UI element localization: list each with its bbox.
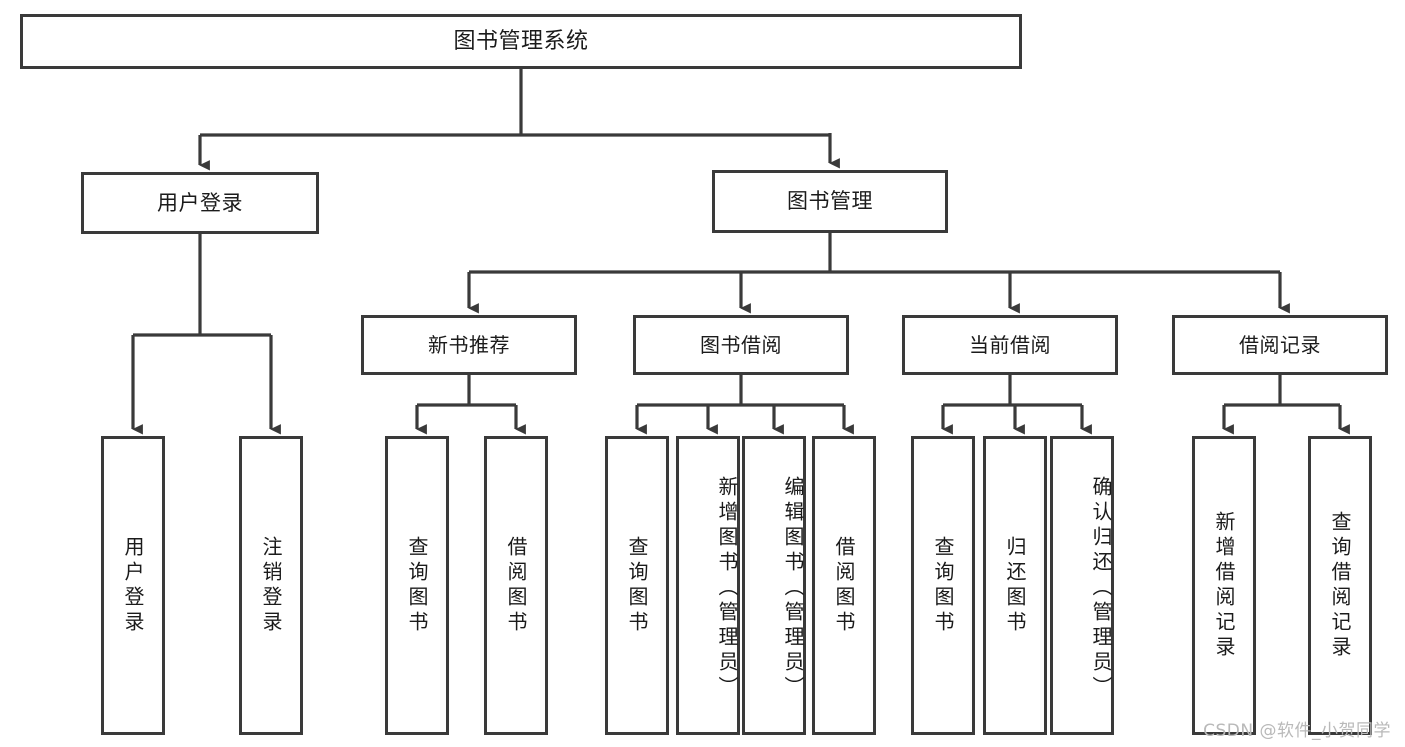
node-new-book-recommend-label: 新书推荐 — [428, 332, 510, 357]
node-current-borrow[interactable]: 当前借阅 — [902, 315, 1118, 375]
node-book-manage-label: 图书管理 — [787, 189, 873, 214]
node-query-book-borrow-label: 查询图书 — [625, 535, 649, 636]
node-borrow-book-borrow[interactable]: 借阅图书 — [812, 436, 876, 735]
node-confirm-return-admin-label: 确认归还（管理员） — [1089, 476, 1113, 701]
node-user-login-label: 用户登录 — [157, 190, 243, 215]
node-edit-book-admin[interactable]: 编辑图书（管理员） — [742, 436, 806, 735]
node-user-login-leaf-label: 用户登录 — [121, 535, 145, 636]
node-root-label: 图书管理系统 — [453, 28, 589, 54]
node-user-login-leaf[interactable]: 用户登录 — [101, 436, 165, 735]
node-edit-book-admin-label: 编辑图书（管理员） — [781, 476, 805, 701]
node-new-book-recommend[interactable]: 新书推荐 — [361, 315, 577, 375]
node-book-borrow-label: 图书借阅 — [700, 332, 782, 357]
node-current-borrow-label: 当前借阅 — [969, 332, 1051, 357]
node-user-logout-leaf[interactable]: 注销登录 — [239, 436, 303, 735]
node-query-book-rec-label: 查询图书 — [405, 535, 429, 636]
node-borrow-book-borrow-label: 借阅图书 — [832, 535, 856, 636]
node-add-book-admin[interactable]: 新增图书（管理员） — [676, 436, 740, 735]
node-add-book-admin-label: 新增图书（管理员） — [715, 476, 739, 701]
node-add-borrow-record-label: 新增借阅记录 — [1212, 510, 1236, 661]
node-query-borrow-record[interactable]: 查询借阅记录 — [1308, 436, 1372, 735]
watermark: CSDN @软件_小贺同学 — [1203, 721, 1391, 741]
node-book-manage[interactable]: 图书管理 — [712, 170, 948, 233]
node-query-borrow-record-label: 查询借阅记录 — [1328, 510, 1352, 661]
node-return-book-label: 归还图书 — [1003, 535, 1027, 636]
node-user-login[interactable]: 用户登录 — [81, 172, 319, 234]
node-borrow-book-rec[interactable]: 借阅图书 — [484, 436, 548, 735]
node-book-borrow[interactable]: 图书借阅 — [633, 315, 849, 375]
node-borrow-book-rec-label: 借阅图书 — [504, 535, 528, 636]
node-user-logout-leaf-label: 注销登录 — [259, 535, 283, 636]
node-query-book-borrow[interactable]: 查询图书 — [605, 436, 669, 735]
node-confirm-return-admin[interactable]: 确认归还（管理员） — [1050, 436, 1114, 735]
node-root[interactable]: 图书管理系统 — [20, 14, 1022, 69]
node-return-book[interactable]: 归还图书 — [983, 436, 1047, 735]
node-query-book-rec[interactable]: 查询图书 — [385, 436, 449, 735]
node-query-book-current[interactable]: 查询图书 — [911, 436, 975, 735]
node-query-book-current-label: 查询图书 — [931, 535, 955, 636]
node-borrow-record[interactable]: 借阅记录 — [1172, 315, 1388, 375]
node-add-borrow-record[interactable]: 新增借阅记录 — [1192, 436, 1256, 735]
node-borrow-record-label: 借阅记录 — [1239, 332, 1321, 357]
